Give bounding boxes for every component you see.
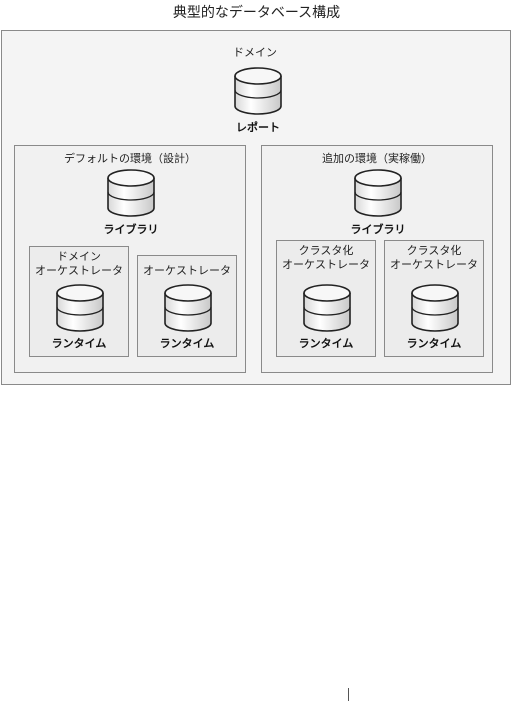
library-db-label: ライブラリ	[350, 223, 406, 236]
database-cylinder-icon	[106, 168, 156, 218]
runtime-db-label: ランタイム	[51, 337, 107, 350]
orchestrator-label-line2: オーケストレータ	[390, 258, 478, 271]
orchestrator-label-line1: クラスタ化	[298, 244, 354, 257]
database-cylinder-icon	[233, 66, 283, 116]
orchestrator-label-line1: クラスタ化	[406, 244, 462, 257]
library-db-label: ライブラリ	[103, 223, 159, 236]
domain-label: ドメイン	[233, 46, 277, 59]
database-cylinder-icon	[302, 283, 352, 333]
orchestrator-label-line2: オーケストレータ	[282, 258, 370, 271]
database-cylinder-icon	[410, 283, 460, 333]
report-db-label: レポート	[236, 121, 280, 134]
database-cylinder-icon	[55, 283, 105, 333]
runtime-db-label: ランタイム	[406, 337, 462, 350]
runtime-db-label: ランタイム	[298, 337, 354, 350]
orchestrator-label-line2: オーケストレータ	[35, 264, 123, 277]
orchestrator-label-line2: オーケストレータ	[143, 264, 231, 277]
text-cursor-mark	[348, 688, 349, 701]
orchestrator-label-line1: ドメイン	[57, 250, 101, 263]
database-cylinder-icon	[163, 283, 213, 333]
database-cylinder-icon	[353, 168, 403, 218]
environment-label: 追加の環境（実稼働）	[322, 152, 432, 165]
diagram-title: 典型的なデータベース構成	[172, 5, 341, 21]
environment-label: デフォルトの環境（設計）	[64, 152, 196, 165]
runtime-db-label: ランタイム	[159, 337, 215, 350]
